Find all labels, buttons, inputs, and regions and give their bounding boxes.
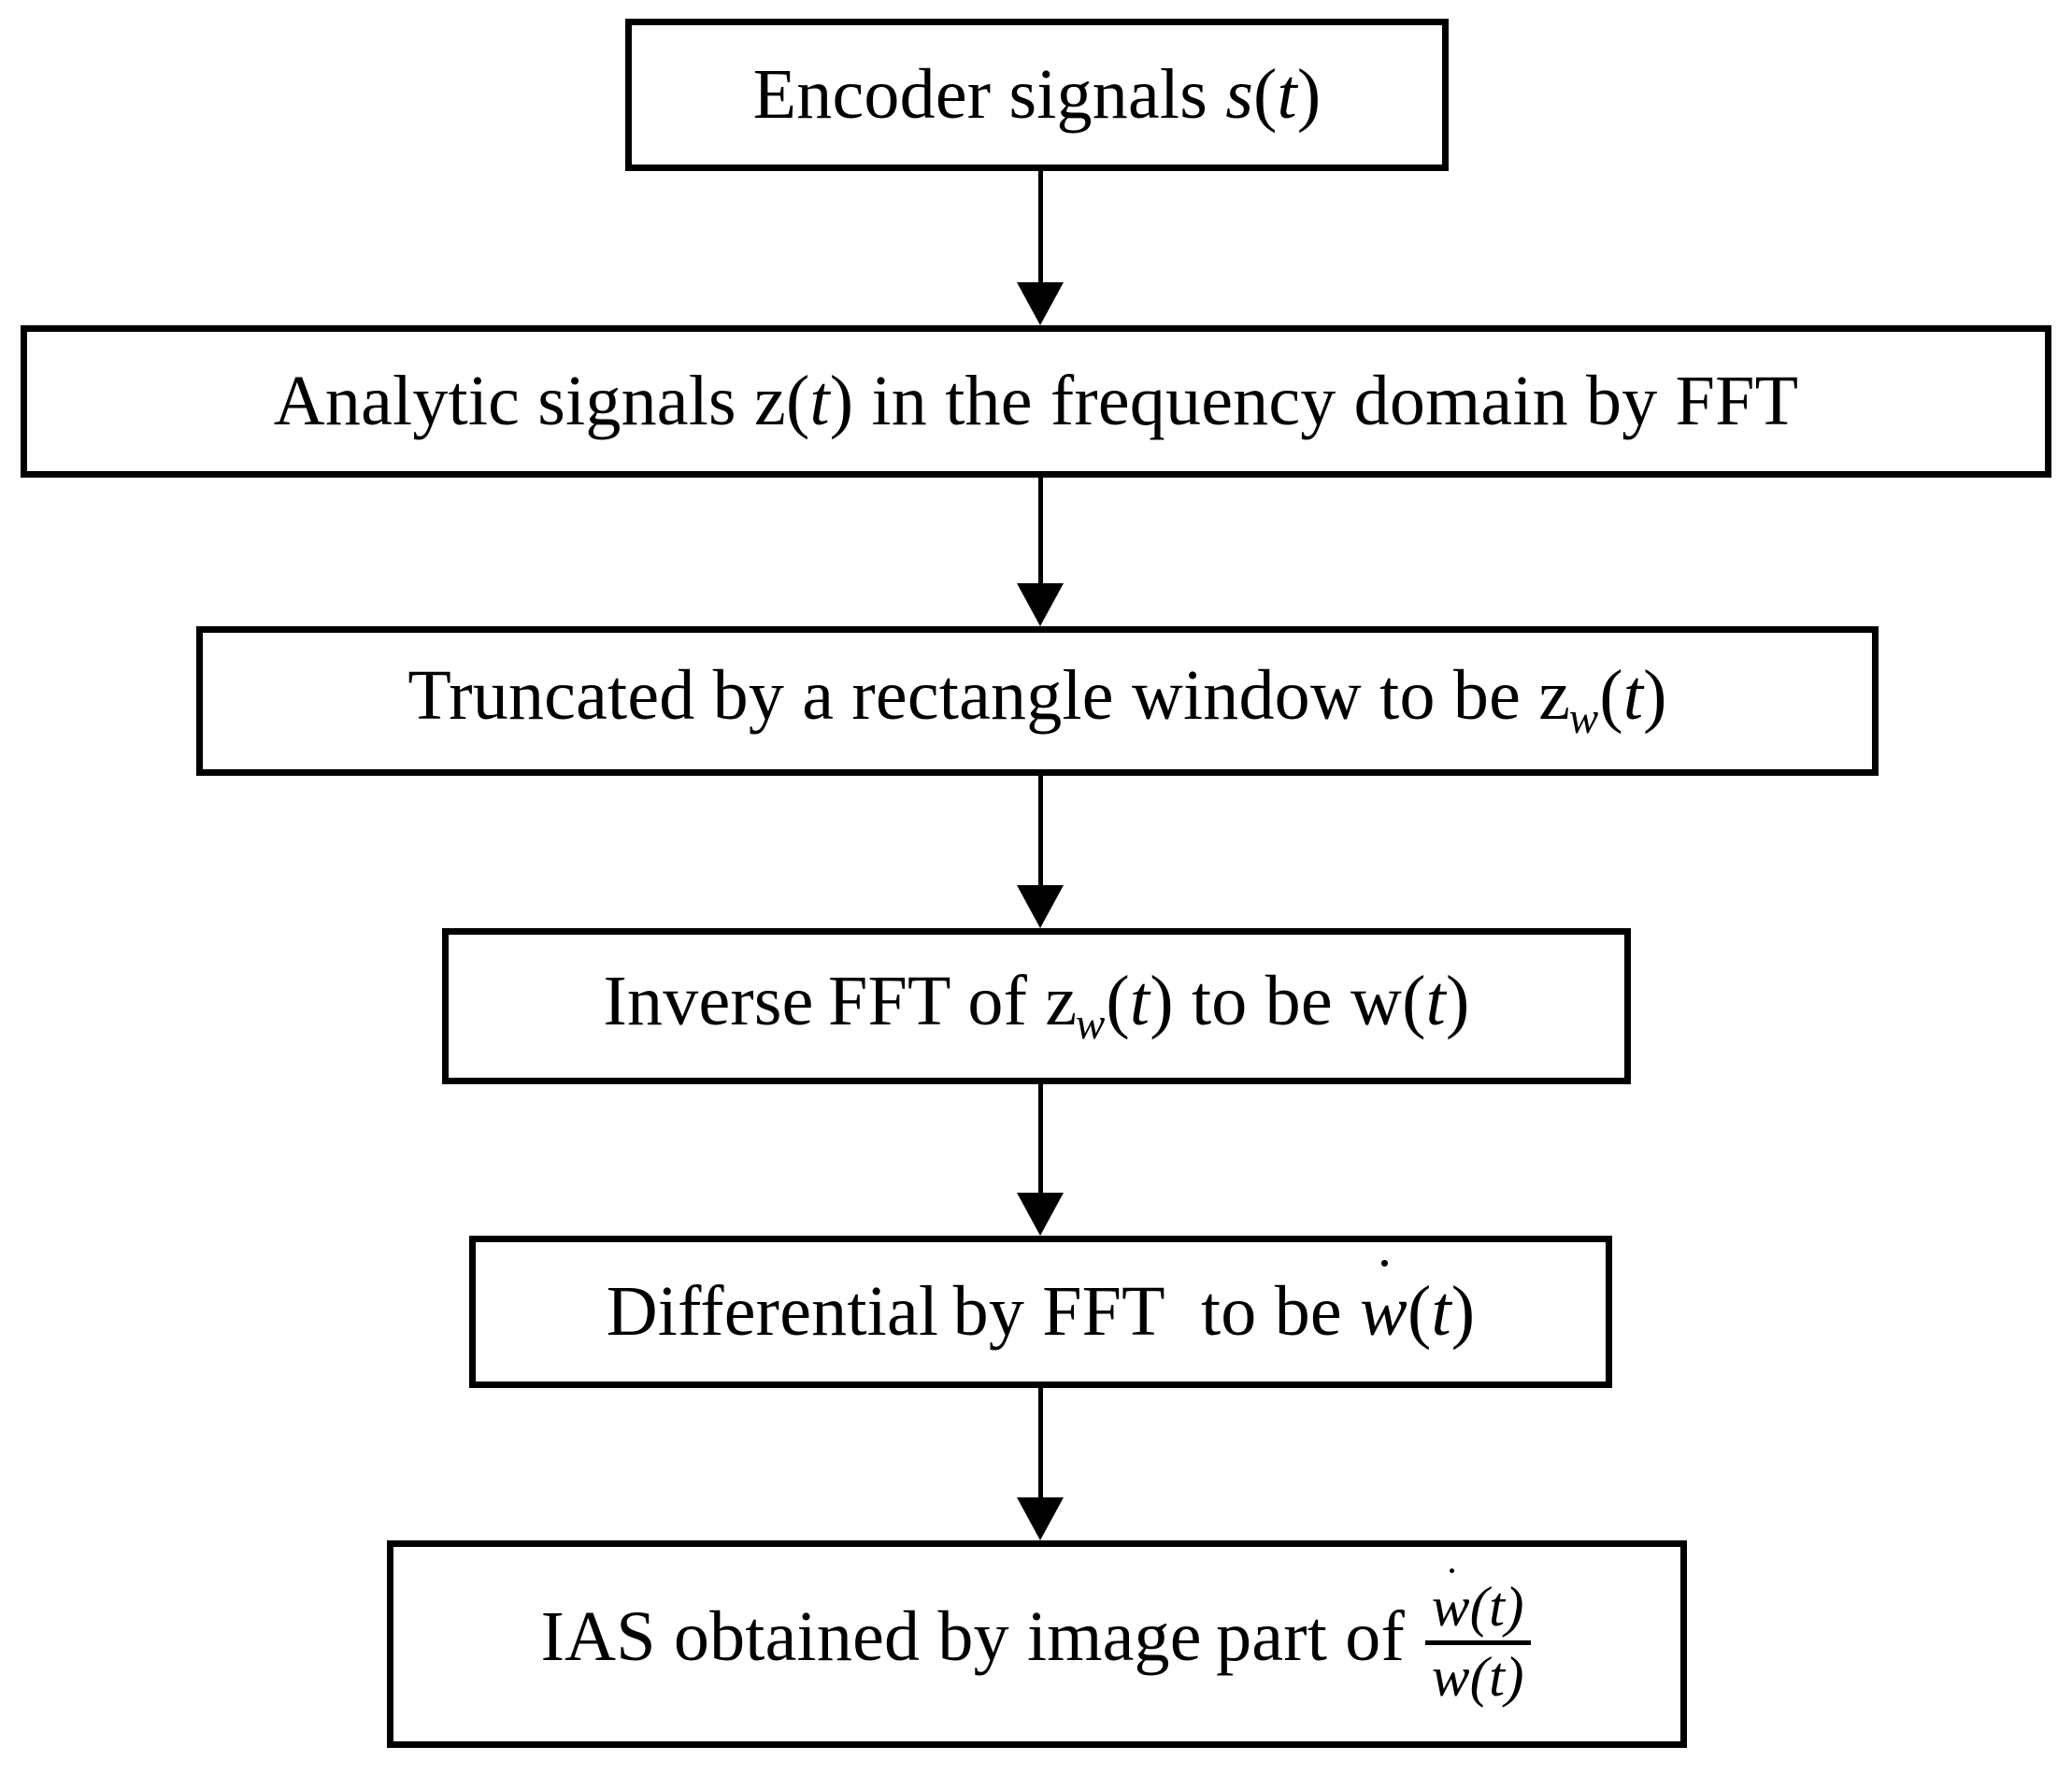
fraction-wdot-over-w: w(t)w(t) bbox=[1424, 1568, 1531, 1709]
math-var-w: w bbox=[1431, 1645, 1470, 1709]
arrow-head-icon bbox=[1017, 1497, 1064, 1540]
text-fragment: in the frequency domain by FFT bbox=[853, 361, 1799, 440]
paren-open: ( bbox=[1469, 1576, 1490, 1639]
paren-close: ) bbox=[1505, 1576, 1524, 1639]
arrow-truncated-to-inverse bbox=[1017, 776, 1064, 928]
node-analytic-signals-label: Analytic signals z(t) in the frequency d… bbox=[273, 361, 1799, 440]
math-var-t: t bbox=[1129, 961, 1150, 1040]
paren-open: ( bbox=[1402, 961, 1426, 1040]
paren-close: ) bbox=[1505, 1645, 1524, 1709]
paren-close: ) bbox=[1445, 961, 1470, 1040]
node-differential-fft-label: Differential by FFT to be w(t) bbox=[606, 1260, 1476, 1351]
paren-open: ( bbox=[1407, 1271, 1432, 1351]
paren-close: ) bbox=[1296, 54, 1322, 134]
arrow-shaft bbox=[1038, 1084, 1043, 1193]
math-var-t: t bbox=[1431, 1271, 1451, 1351]
fraction-denominator: w(t) bbox=[1424, 1639, 1531, 1709]
arrow-analytic-to-truncated bbox=[1017, 478, 1064, 626]
arrow-head-icon bbox=[1017, 885, 1064, 928]
arrow-differential-to-ias bbox=[1017, 1388, 1064, 1540]
math-subscript-w: w bbox=[1568, 694, 1599, 744]
arrow-shaft bbox=[1038, 1388, 1043, 1497]
paren-open: ( bbox=[785, 361, 810, 440]
math-var-z: z bbox=[1045, 961, 1078, 1040]
arrow-shaft bbox=[1038, 776, 1043, 885]
node-encoder-signals[interactable]: Encoder signals s(t) bbox=[625, 19, 1449, 171]
arrow-inverse-to-differential bbox=[1017, 1084, 1064, 1236]
node-inverse-fft[interactable]: Inverse FFT of zw(t) to be w(t) bbox=[442, 928, 1631, 1084]
fraction-numerator: w(t) bbox=[1425, 1568, 1531, 1639]
paren-close: ) bbox=[1450, 1271, 1476, 1351]
arrow-shaft bbox=[1038, 171, 1043, 282]
paren-open: ( bbox=[1469, 1645, 1490, 1709]
paren-close: ) bbox=[1643, 656, 1667, 736]
paren-close: ) bbox=[829, 361, 854, 440]
math-var-t: t bbox=[809, 361, 830, 440]
math-var-z: z bbox=[754, 361, 786, 440]
arrow-head-icon bbox=[1017, 1193, 1064, 1236]
paren-open: ( bbox=[1106, 961, 1130, 1040]
math-var-t: t bbox=[1425, 961, 1446, 1040]
text-fragment: to be bbox=[1173, 961, 1351, 1040]
text-fragment: Inverse FFT of bbox=[603, 961, 1046, 1040]
text-fragment: Encoder signals bbox=[752, 54, 1226, 134]
arrow-encoder-to-analytic bbox=[1017, 171, 1064, 325]
arrow-head-icon bbox=[1017, 583, 1064, 626]
math-var-t: t bbox=[1277, 54, 1297, 134]
math-var-w: w bbox=[1350, 961, 1403, 1040]
node-ias-result-label: IAS obtained by image part of w(t)w(t) bbox=[540, 1568, 1534, 1709]
node-ias-result[interactable]: IAS obtained by image part of w(t)w(t) bbox=[387, 1540, 1687, 1748]
text-fragment: Differential by FFT to be bbox=[606, 1271, 1361, 1351]
arrow-head-icon bbox=[1017, 282, 1064, 325]
math-var-w-dot: w bbox=[1431, 1568, 1470, 1639]
text-fragment: Truncated by a rectangle window to be bbox=[407, 656, 1539, 736]
node-inverse-fft-label: Inverse FFT of zw(t) to be w(t) bbox=[603, 961, 1470, 1049]
node-analytic-signals[interactable]: Analytic signals z(t) in the frequency d… bbox=[21, 325, 2051, 478]
math-var-z: z bbox=[1538, 656, 1571, 736]
math-var-t: t bbox=[1489, 1576, 1506, 1639]
node-truncated-window[interactable]: Truncated by a rectangle window to be zw… bbox=[196, 626, 1879, 776]
text-fragment: IAS obtained by image part of bbox=[540, 1597, 1423, 1677]
text-fragment: Analytic signals bbox=[273, 361, 754, 440]
math-subscript-w: w bbox=[1075, 999, 1106, 1049]
math-var-t: t bbox=[1489, 1645, 1506, 1709]
math-var-t: t bbox=[1622, 656, 1644, 736]
paren-open: ( bbox=[1252, 54, 1278, 134]
node-differential-fft[interactable]: Differential by FFT to be w(t) bbox=[469, 1236, 1612, 1388]
arrow-shaft bbox=[1038, 478, 1043, 583]
math-var-w-dot: w bbox=[1360, 1260, 1408, 1351]
node-encoder-signals-label: Encoder signals s(t) bbox=[752, 54, 1322, 134]
paren-close: ) bbox=[1150, 961, 1174, 1040]
node-truncated-window-label: Truncated by a rectangle window to be zw… bbox=[407, 656, 1667, 744]
paren-open: ( bbox=[1599, 656, 1623, 736]
math-var-s: s bbox=[1225, 54, 1253, 134]
